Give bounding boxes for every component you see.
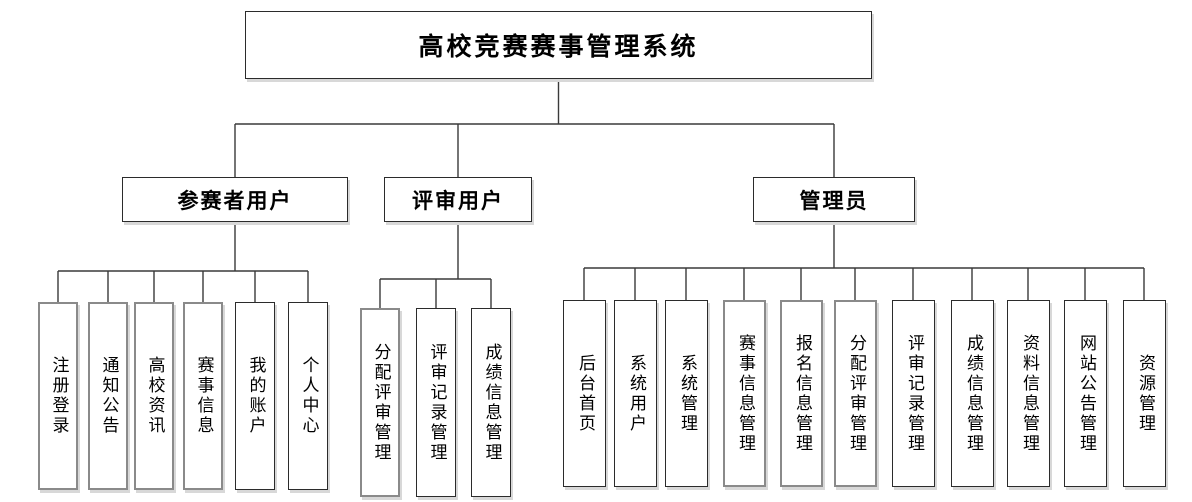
branch-label: 参赛者用户 bbox=[177, 188, 293, 213]
leaf-label: 通知公告 bbox=[98, 356, 119, 436]
node-resource-mgmt: 资源管理 bbox=[1123, 300, 1166, 487]
node-review-record-mgmt: 评审记录管理 bbox=[416, 308, 456, 497]
root-label: 高校竞赛赛事管理系统 bbox=[418, 32, 699, 61]
node-personal-center: 个人中心 bbox=[288, 302, 328, 490]
node-backend-home: 后台首页 bbox=[563, 300, 606, 487]
node-assign-review-mgmt: 分配评审管理 bbox=[360, 308, 400, 497]
leaf-label: 赛事信息 bbox=[193, 356, 214, 436]
node-site-announcement-mgmt: 网站公告管理 bbox=[1064, 300, 1107, 487]
node-assign-review-mgmt-admin: 分配评审管理 bbox=[834, 300, 877, 487]
node-university-news: 高校资讯 bbox=[134, 302, 174, 490]
node-score-info-mgmt-admin: 成绩信息管理 bbox=[951, 300, 994, 487]
node-register-login: 注册登录 bbox=[38, 302, 78, 490]
leaf-label: 成绩信息管理 bbox=[963, 333, 983, 454]
node-material-info-mgmt: 资料信息管理 bbox=[1007, 300, 1050, 487]
leaf-label: 资源管理 bbox=[1135, 353, 1155, 434]
node-score-info-mgmt: 成绩信息管理 bbox=[471, 308, 511, 497]
leaf-label: 高校资讯 bbox=[144, 356, 165, 436]
node-notice-announcement: 通知公告 bbox=[88, 302, 128, 490]
leaf-label: 报名信息管理 bbox=[792, 333, 812, 454]
node-system-root: 高校竞赛赛事管理系统 bbox=[245, 11, 872, 79]
leaf-label: 成绩信息管理 bbox=[481, 342, 502, 463]
node-event-info: 赛事信息 bbox=[183, 302, 223, 490]
node-registration-info-mgmt: 报名信息管理 bbox=[780, 300, 823, 487]
branch-label: 管理员 bbox=[799, 188, 869, 213]
node-event-info-mgmt: 赛事信息管理 bbox=[723, 300, 766, 487]
node-admin: 管理员 bbox=[753, 177, 915, 222]
leaf-label: 赛事信息管理 bbox=[735, 333, 755, 454]
branch-label: 评审用户 bbox=[412, 188, 504, 213]
node-system-user: 系统用户 bbox=[614, 300, 657, 487]
leaf-label: 注册登录 bbox=[48, 356, 69, 436]
leaf-label: 个人中心 bbox=[298, 356, 319, 436]
node-my-account: 我的账户 bbox=[235, 302, 275, 490]
node-participant-user: 参赛者用户 bbox=[122, 177, 348, 222]
leaf-label: 系统用户 bbox=[626, 353, 646, 434]
leaf-label: 资料信息管理 bbox=[1019, 333, 1039, 454]
node-system-mgmt: 系统管理 bbox=[665, 300, 708, 487]
leaf-label: 网站公告管理 bbox=[1076, 333, 1096, 454]
node-reviewer-user: 评审用户 bbox=[384, 177, 532, 222]
leaf-label: 评审记录管理 bbox=[426, 342, 447, 463]
leaf-label: 评审记录管理 bbox=[904, 333, 924, 454]
leaf-label: 系统管理 bbox=[677, 353, 697, 434]
node-review-record-mgmt-admin: 评审记录管理 bbox=[892, 300, 935, 487]
leaf-label: 后台首页 bbox=[575, 353, 595, 434]
leaf-label: 我的账户 bbox=[245, 356, 266, 436]
leaf-label: 分配评审管理 bbox=[370, 342, 391, 463]
leaf-label: 分配评审管理 bbox=[846, 333, 866, 454]
